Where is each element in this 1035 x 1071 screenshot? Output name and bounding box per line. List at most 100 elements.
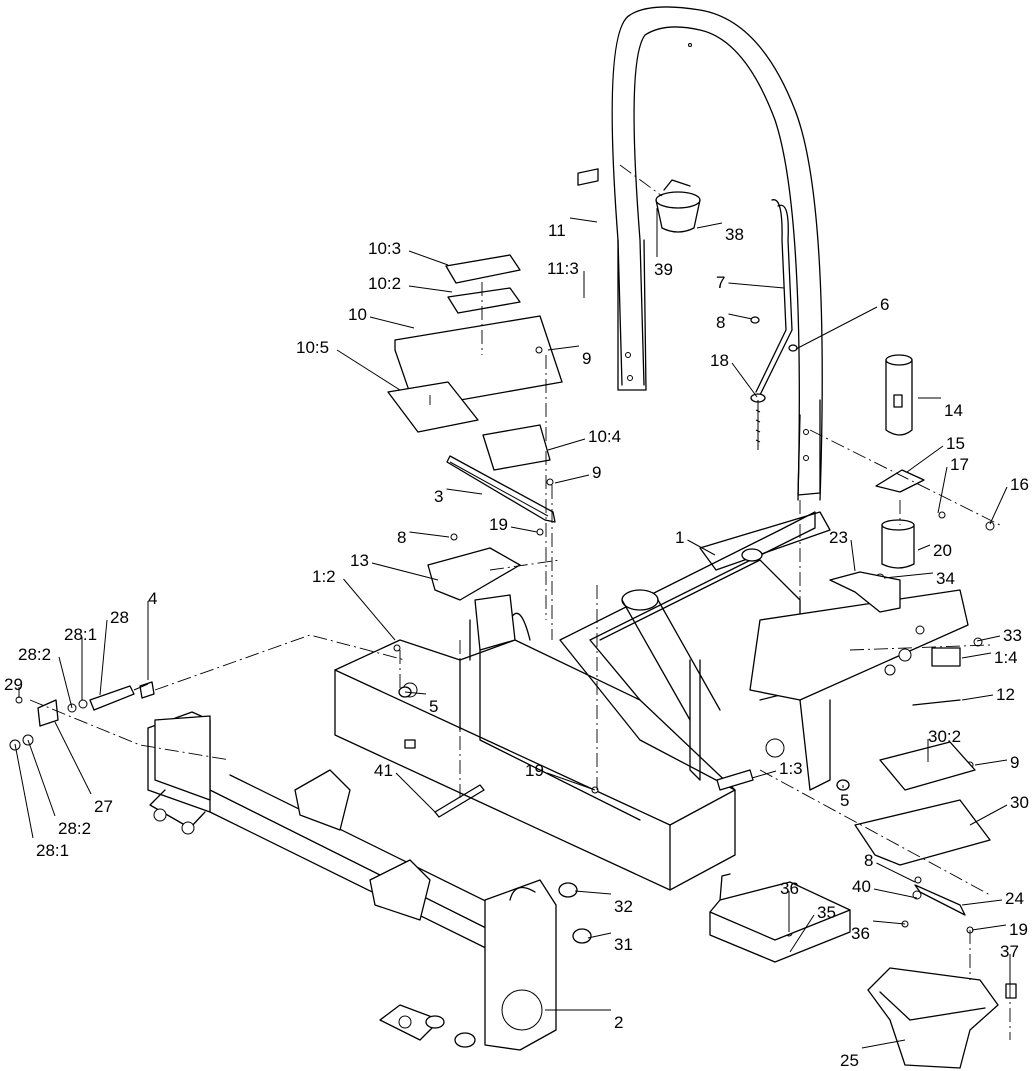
callout-label: 1:2 <box>312 567 336 586</box>
callout-c-4: 4 <box>147 589 157 680</box>
callout-label: 10:5 <box>296 338 329 357</box>
callout-leader <box>696 222 723 229</box>
callout-leader <box>547 438 586 451</box>
callout-leader <box>404 691 427 695</box>
callout-leader <box>546 772 596 791</box>
callout-label: 19 <box>489 515 508 534</box>
callout-leader <box>989 486 1008 525</box>
callout-leader <box>554 474 590 484</box>
callout-c-17: 17 <box>937 455 969 514</box>
callout-c-11: 11 <box>548 217 598 240</box>
callout-label: 4 <box>148 589 157 608</box>
callout-label: 28:1 <box>64 625 97 644</box>
callout-leader <box>58 656 73 709</box>
callout-c-41: 41 <box>374 761 436 813</box>
callout-label: 17 <box>950 455 969 474</box>
callout-c-30-2: 30:2 <box>927 727 961 762</box>
callout-c-19a: 19 <box>489 515 538 534</box>
callout-leader <box>446 488 483 495</box>
callout-label: 14 <box>944 401 963 420</box>
callout-label: 39 <box>654 260 673 279</box>
callout-label: 2 <box>614 1013 623 1032</box>
callout-leader <box>569 217 598 223</box>
callout-c-24: 24 <box>961 889 1024 908</box>
callout-c-2: 2 <box>545 1009 623 1032</box>
callout-leader <box>99 619 108 696</box>
callout-label: 9 <box>582 349 591 368</box>
callout-c-25: 25 <box>840 1039 906 1070</box>
callout-c-10-3: 10:3 <box>368 239 449 266</box>
callout-label: 5 <box>429 697 438 716</box>
callout-leader <box>961 694 994 701</box>
callout-leader <box>872 920 906 925</box>
callout-label: 37 <box>1000 942 1019 961</box>
callout-leader <box>883 572 934 579</box>
callout-c-19b: 19 <box>525 761 596 791</box>
seat-rail-part-3 <box>446 455 556 523</box>
callout-label: 27 <box>94 797 113 816</box>
callout-label: 32 <box>614 897 633 916</box>
callout-label: 11:3 <box>547 259 579 278</box>
callout-leader <box>731 362 758 398</box>
callout-label: 1:4 <box>994 648 1018 667</box>
callout-c-15: 15 <box>906 434 965 473</box>
rod-part-7 <box>750 199 793 450</box>
callout-c-36b: 36 <box>851 920 906 943</box>
callout-label: 19 <box>1009 920 1028 939</box>
callout-label: 20 <box>933 541 952 560</box>
callout-c-10-2: 10:2 <box>368 274 453 293</box>
callout-c-35: 35 <box>789 903 836 953</box>
callout-label: 1 <box>675 528 684 547</box>
callout-c-3: 3 <box>434 487 483 506</box>
callout-label: 5 <box>840 791 849 810</box>
callout-leader <box>795 306 878 350</box>
callout-leader <box>861 1039 906 1049</box>
pin-part-41 <box>434 784 485 818</box>
callout-label: 38 <box>725 225 744 244</box>
callout-leader <box>876 862 916 883</box>
callout-c-8c: 8 <box>864 851 916 883</box>
callout-label: 25 <box>840 1051 859 1070</box>
callout-c-40: 40 <box>852 877 918 899</box>
callout-leader <box>961 899 1003 906</box>
callout-leader <box>547 345 580 351</box>
callout-leader <box>54 721 92 795</box>
callout-label: 8 <box>864 851 873 870</box>
callout-label: 23 <box>829 528 848 547</box>
callout-label: 24 <box>1005 889 1024 908</box>
callout-c-5b: 5 <box>840 785 849 810</box>
callout-label: 3 <box>434 487 443 506</box>
callout-leader <box>408 250 449 266</box>
callout-label: 12 <box>996 685 1015 704</box>
callout-c-7: 7 <box>716 273 785 292</box>
callout-c-39: 39 <box>654 208 673 279</box>
callout-c-23: 23 <box>829 528 856 572</box>
callout-c-9c: 9 <box>974 753 1019 772</box>
callout-leader <box>27 739 56 817</box>
callout-leader <box>336 349 401 391</box>
callout-leader <box>974 759 1008 766</box>
callout-label: 34 <box>936 569 955 588</box>
callout-leader <box>728 282 785 289</box>
callout-c-31: 31 <box>587 932 633 954</box>
roll-bar-part-11 <box>611 6 823 501</box>
callout-c-14: 14 <box>918 397 963 420</box>
callout-leader <box>728 313 753 320</box>
callout-c-18: 18 <box>710 351 758 398</box>
callout-leader <box>917 544 931 551</box>
callout-c-9a: 9 <box>547 345 591 368</box>
callout-label: 16 <box>1010 475 1029 494</box>
callout-label: 36 <box>780 879 799 898</box>
side-plate <box>154 715 211 801</box>
callout-c-8a: 8 <box>716 313 753 332</box>
callout-c-28-1b: 28:1 <box>14 743 69 860</box>
callout-c-20: 20 <box>917 541 952 560</box>
callout-label: 11 <box>548 221 566 240</box>
callout-label: 28:2 <box>58 819 91 838</box>
callout-label: 19 <box>525 761 544 780</box>
callout-c-8b: 8 <box>397 528 450 547</box>
callout-c-11-3: 11:3 <box>547 259 585 298</box>
decal-part-1-3 <box>716 769 754 791</box>
